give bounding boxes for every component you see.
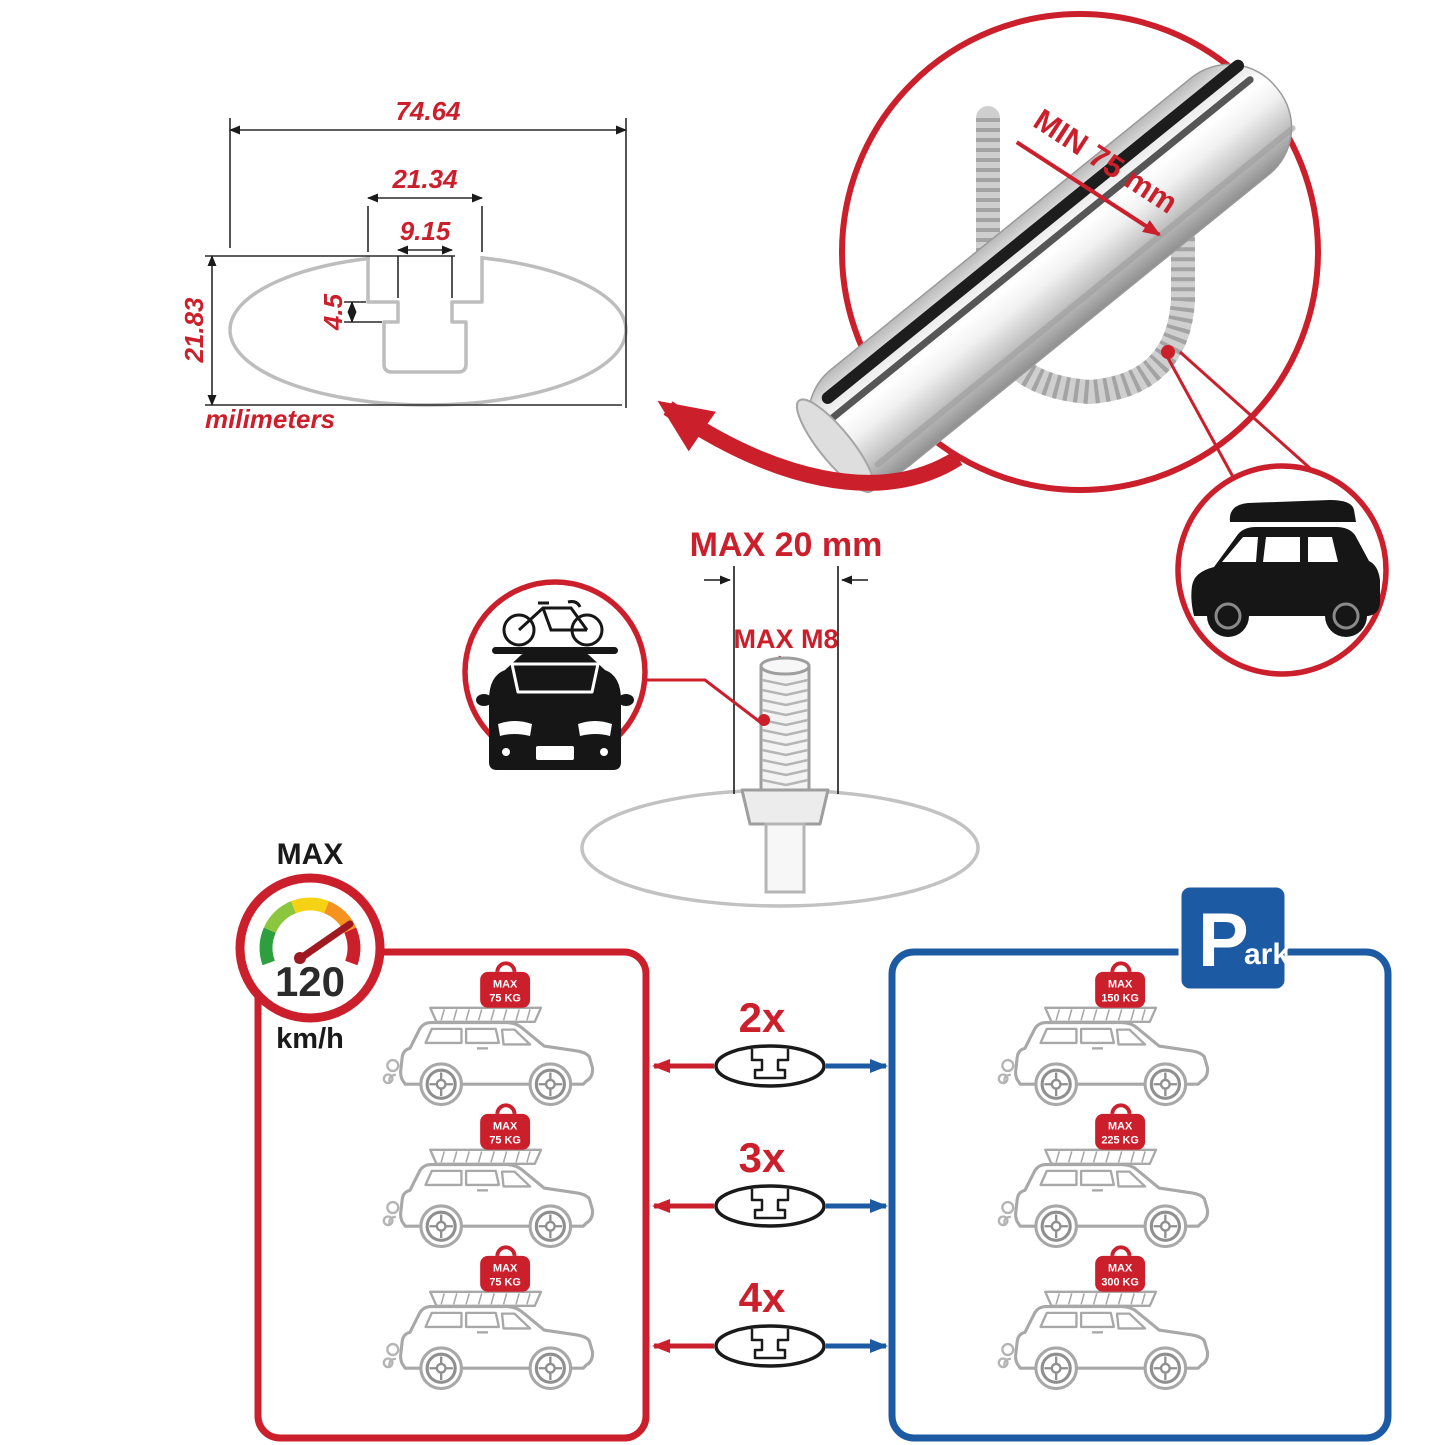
left-car-row-2: MAX 75 KG — [382, 1103, 595, 1249]
dim-height-label: 21.83 — [179, 297, 209, 364]
bolt-icon — [740, 656, 830, 894]
gauge-needle — [294, 920, 354, 964]
tag-weight-label: 75 KG — [489, 993, 521, 1005]
roof-basket-icon — [1044, 1290, 1158, 1308]
crossbar-section-icon — [714, 1044, 826, 1088]
tag-max-label: MAX — [493, 1121, 518, 1133]
dim-total-width-label: 74.64 — [395, 96, 461, 126]
crossbar-section-icon — [714, 1324, 826, 1368]
gauge-arc — [259, 897, 361, 966]
tag-max-label: MAX — [1108, 1263, 1133, 1275]
right-car-row-1: MAX 150 KG — [997, 961, 1210, 1107]
hook-callout-dot — [1161, 345, 1175, 359]
right-car-row-3: MAX 300 KG — [997, 1245, 1210, 1391]
left-car-row-1: MAX 75 KG — [382, 961, 595, 1107]
count-label: 3x — [739, 1134, 786, 1181]
tag-weight-label: 150 KG — [1101, 993, 1139, 1005]
detail-arrow — [657, 400, 963, 491]
bike-car-circle — [462, 579, 648, 770]
speed-gauge: MAX 120 km/h — [235, 838, 385, 1055]
parking-sign-suffix: ark — [1244, 938, 1289, 971]
load-tag: MAX 225 KG — [1093, 1103, 1148, 1152]
min-clamp-arrow — [1015, 140, 1161, 237]
callout-line-left — [1166, 357, 1240, 487]
roof-basket-icon — [429, 1006, 543, 1024]
tag-weight-label: 300 KG — [1101, 1277, 1139, 1289]
tag-max-label: MAX — [1108, 1121, 1133, 1133]
crossbar-section-icon — [714, 1184, 826, 1228]
cross-section-diagram: 74.64 21.34 9.15 4.5 21.83 milimeters — [179, 96, 628, 434]
bolt-dim-lines — [733, 566, 839, 794]
crossbar-count-row-2: 3x — [652, 1134, 888, 1228]
bar-detail-circle: MIN 75 mm — [795, 11, 1321, 493]
tag-weight-label: 75 KG — [489, 1277, 521, 1289]
dim-slot-width-label: 9.15 — [400, 216, 451, 246]
load-tag: MAX 75 KG — [478, 1103, 533, 1152]
roof-basket-icon — [429, 1290, 543, 1308]
units-label: milimeters — [205, 404, 335, 434]
ext-lines-slot-depth — [344, 301, 382, 323]
count-label: 4x — [739, 1274, 786, 1321]
bike-icon — [502, 600, 604, 647]
dim-slot-depth-label: 4.5 — [318, 293, 348, 331]
tag-max-label: MAX — [493, 1263, 518, 1275]
suv-roofbox-icon — [1191, 500, 1380, 637]
roof-basket-icon — [429, 1148, 543, 1166]
bike-circle-leader — [644, 678, 761, 724]
load-tag: MAX 150 KG — [1093, 961, 1148, 1010]
crossbar-profile-ellipse — [228, 253, 628, 407]
right-car-row-2: MAX 225 KG — [997, 1103, 1210, 1249]
gauge-unit: km/h — [276, 1023, 344, 1055]
ext-lines-total — [229, 118, 627, 408]
crossbar-count-row-1: 2x — [652, 994, 888, 1088]
count-label: 2x — [739, 994, 786, 1041]
left-car-row-3: MAX 75 KG — [382, 1245, 595, 1391]
aluminum-crossbar-icon — [795, 59, 1296, 493]
callout-line-right — [1179, 350, 1313, 472]
ellipse-mask — [370, 250, 482, 266]
gauge-value: 120 — [275, 958, 345, 1005]
tag-max-label: MAX — [1108, 979, 1133, 991]
parking-sign-letter: P — [1198, 898, 1249, 983]
bolt-callout-dot — [758, 714, 770, 726]
tag-weight-label: 75 KG — [489, 1135, 521, 1147]
max-thread-label: MAX M8 — [733, 624, 838, 654]
dim-channel-width-label: 21.34 — [391, 164, 458, 194]
ext-lines-channel — [367, 206, 483, 252]
load-tag: MAX 300 KG — [1093, 1245, 1148, 1294]
load-tag: MAX 75 KG — [478, 1245, 533, 1294]
crossbar-count-row-3: 4x — [652, 1274, 888, 1368]
gauge-hub — [294, 952, 306, 964]
max-length-label: MAX 20 mm — [690, 526, 883, 564]
ext-lines-slot — [397, 256, 453, 298]
roof-basket-icon — [1044, 1148, 1158, 1166]
parking-sign: P ark — [1178, 884, 1289, 992]
gauge-title: MAX — [277, 838, 344, 871]
bolt-diagram: MAX 20 mm MAX M8 — [462, 526, 980, 908]
roof-bar-icon — [492, 647, 618, 654]
ext-lines-height — [205, 255, 622, 406]
t-slot-channel — [366, 256, 484, 374]
load-tag: MAX 75 KG — [478, 961, 533, 1010]
suv-roofbox-circle — [1175, 463, 1389, 677]
car-front-icon — [476, 652, 634, 770]
tag-max-label: MAX — [493, 979, 518, 991]
tag-weight-label: 225 KG — [1101, 1135, 1139, 1147]
roof-basket-icon — [1044, 1006, 1158, 1024]
